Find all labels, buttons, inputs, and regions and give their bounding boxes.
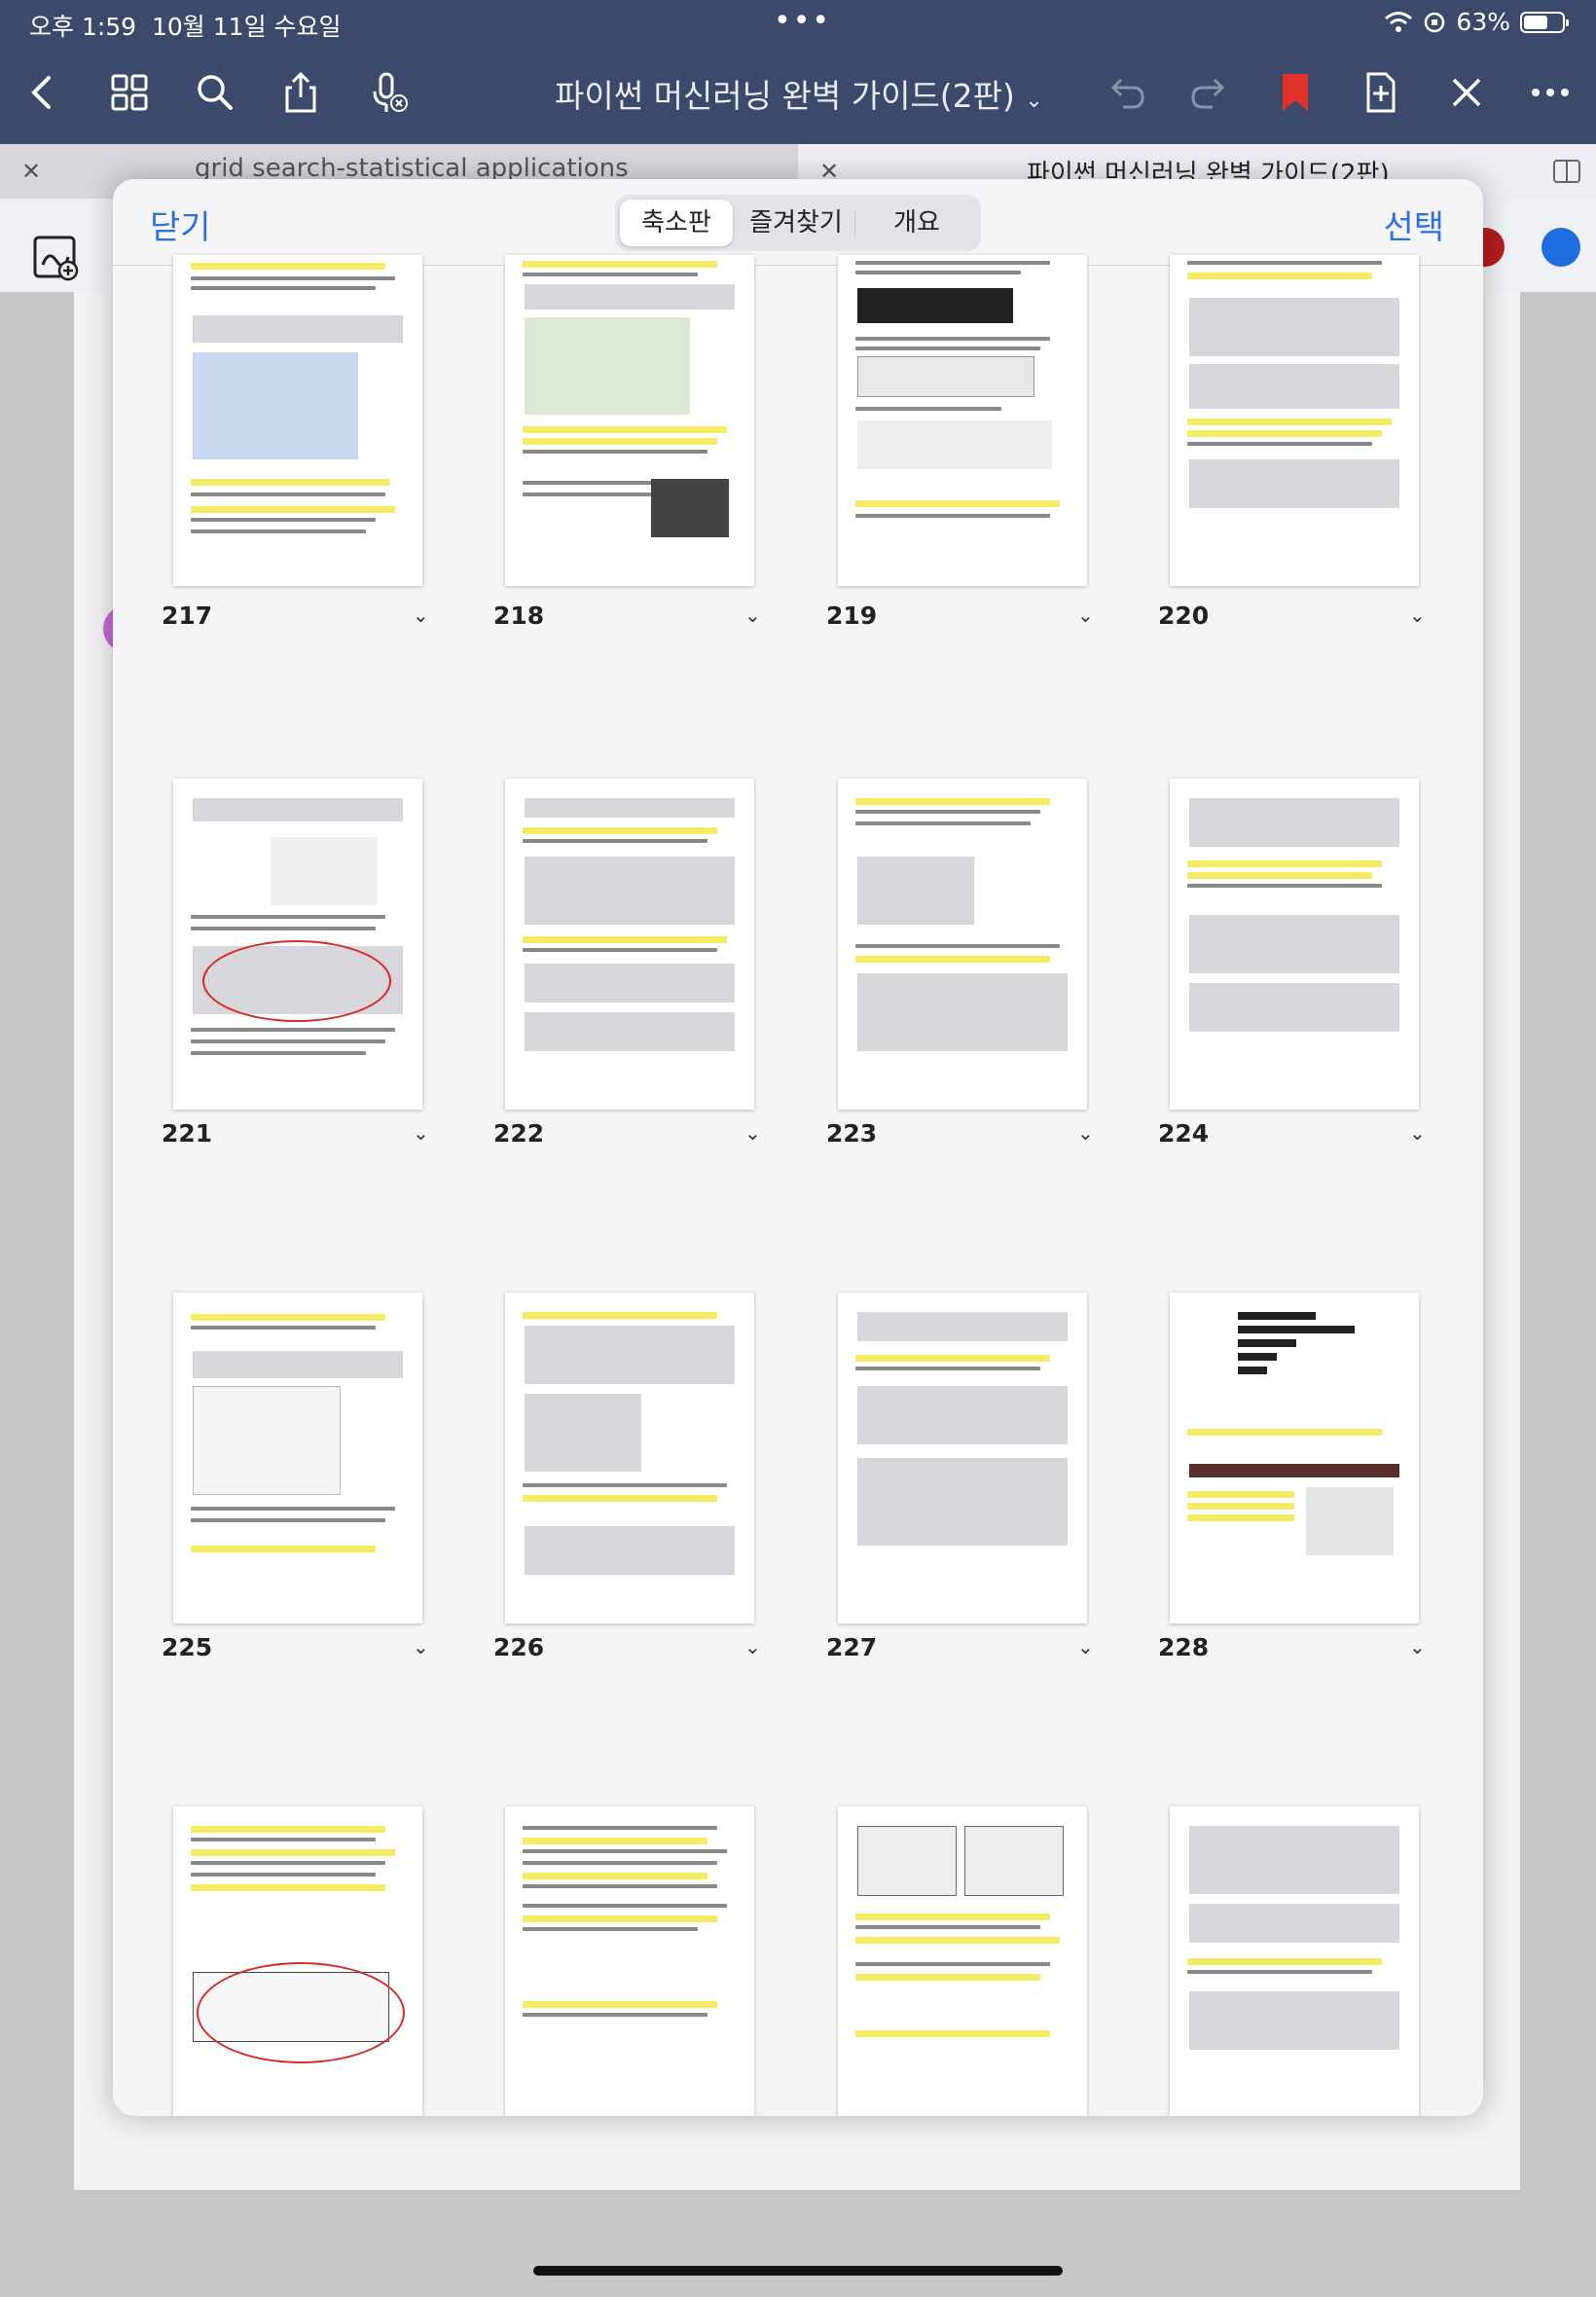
thumbnail-cell[interactable]: 219 ⌄: [826, 255, 1118, 761]
share-icon[interactable]: [276, 68, 325, 117]
chevron-down-icon[interactable]: ⌄: [1409, 1121, 1426, 1145]
document-title[interactable]: 파이썬 머신러닝 완벽 가이드(2판) ⌄: [555, 77, 1043, 115]
page-number: 220: [1158, 602, 1210, 630]
thumbnail-cell[interactable]: 230 ⌄: [493, 1806, 785, 2116]
page-number: 218: [493, 602, 545, 630]
tab-close-icon[interactable]: ✕: [21, 158, 42, 185]
battery-level: [1524, 15, 1547, 29]
thumbnail-cell[interactable]: 229 ⌄: [162, 1806, 453, 2116]
page-thumbnail[interactable]: [1170, 1293, 1419, 1623]
page-thumbnail[interactable]: [173, 779, 422, 1110]
chevron-down-icon[interactable]: ⌄: [744, 1635, 761, 1659]
page-thumbnail[interactable]: [505, 255, 754, 586]
mic-off-icon[interactable]: [364, 68, 413, 117]
page-number: 221: [162, 1119, 213, 1148]
thumbnail-cell[interactable]: 221 ⌄: [162, 779, 453, 1275]
lasso-pen-icon[interactable]: [29, 232, 84, 286]
page-thumbnail[interactable]: [838, 255, 1087, 586]
thumbnail-modal: 닫기 축소판 즐겨찾기 개요 선택 217 ⌄: [113, 179, 1483, 2116]
chevron-down-icon[interactable]: ⌄: [1077, 1635, 1094, 1659]
chevron-down-icon[interactable]: ⌄: [1077, 603, 1094, 627]
page-thumbnail[interactable]: [173, 1806, 422, 2116]
page-thumbnail[interactable]: [173, 255, 422, 586]
home-indicator[interactable]: [533, 2266, 1063, 2276]
chevron-down-icon[interactable]: ⌄: [413, 1121, 429, 1145]
more-icon[interactable]: [1526, 68, 1575, 117]
chevron-down-icon[interactable]: ⌄: [413, 1635, 429, 1659]
thumbnail-cell[interactable]: 220 ⌄: [1158, 255, 1450, 761]
page-number: 228: [1158, 1633, 1210, 1661]
select-button[interactable]: 선택: [1383, 208, 1444, 247]
page-thumbnail[interactable]: [1170, 779, 1419, 1110]
page-number: 226: [493, 1633, 545, 1661]
segment-favorites[interactable]: 즐겨찾기: [749, 208, 843, 237]
segment-divider: [854, 210, 855, 237]
thumbnail-grid: 217 ⌄ 218 ⌄: [113, 255, 1483, 2116]
chevron-down-icon[interactable]: ⌄: [744, 603, 761, 627]
split-view-icon[interactable]: [1551, 156, 1582, 187]
page-thumbnail[interactable]: [505, 779, 754, 1110]
thumbnail-cell[interactable]: 226 ⌄: [493, 1293, 785, 1789]
battery-percent: 63%: [1456, 8, 1510, 36]
page-number: 222: [493, 1119, 545, 1148]
segment-outline[interactable]: 개요: [893, 208, 940, 237]
page-number: 225: [162, 1633, 213, 1661]
chevron-down-icon: ⌄: [1025, 89, 1043, 113]
view-segmented-control: 축소판 즐겨찾기 개요: [615, 195, 981, 251]
thumbnail-cell[interactable]: 218 ⌄: [493, 255, 785, 761]
chevron-down-icon[interactable]: ⌄: [744, 1121, 761, 1145]
page-number: 217: [162, 602, 213, 630]
undo-icon[interactable]: [1102, 68, 1150, 117]
close-button[interactable]: 닫기: [150, 208, 211, 247]
thumbnail-cell[interactable]: 227 ⌄: [826, 1293, 1118, 1789]
chevron-down-icon[interactable]: ⌄: [1409, 1635, 1426, 1659]
page-thumbnail[interactable]: [505, 1293, 754, 1623]
tab-close-icon[interactable]: ✕: [819, 158, 840, 185]
redo-icon[interactable]: [1185, 68, 1234, 117]
page-thumbnail[interactable]: [505, 1806, 754, 2116]
page-number: 227: [826, 1633, 878, 1661]
status-indicators: 63%: [1384, 8, 1569, 36]
blue-color-swatch[interactable]: [1542, 228, 1580, 267]
chevron-down-icon[interactable]: ⌄: [413, 603, 429, 627]
page-thumbnail[interactable]: [1170, 1806, 1419, 2116]
chevron-down-icon[interactable]: ⌄: [1077, 1121, 1094, 1145]
thumbnail-cell[interactable]: 228 ⌄: [1158, 1293, 1450, 1789]
segment-thumbnails[interactable]: 축소판: [620, 200, 733, 246]
thumbnail-cell[interactable]: 223 ⌄: [826, 779, 1118, 1275]
grid-icon[interactable]: [105, 68, 154, 117]
thumbnail-cell[interactable]: 232 ⌄: [1158, 1806, 1450, 2116]
thumbnail-cell[interactable]: 224 ⌄: [1158, 779, 1450, 1275]
orientation-lock-icon: [1425, 12, 1445, 32]
add-page-icon[interactable]: [1357, 68, 1405, 117]
page-number: 224: [1158, 1119, 1210, 1148]
chevron-left-icon[interactable]: [18, 68, 66, 117]
modal-header: 닫기 축소판 즐겨찾기 개요 선택: [113, 179, 1483, 266]
page-number: 219: [826, 602, 878, 630]
bookmark-icon[interactable]: [1271, 68, 1320, 117]
top-bar: 오후 1:59 10월 11일 수요일 ••• 63% 파이썬 머신러닝 완벽 …: [0, 0, 1596, 144]
page-thumbnail[interactable]: [838, 779, 1087, 1110]
multitask-dots-icon[interactable]: •••: [774, 4, 832, 38]
chevron-down-icon[interactable]: ⌄: [1409, 603, 1426, 627]
page-thumbnail[interactable]: [173, 1293, 422, 1623]
page-thumbnail[interactable]: [838, 1806, 1087, 2116]
page-number: 223: [826, 1119, 878, 1148]
status-time: 오후 1:59 10월 11일 수요일: [29, 13, 342, 41]
thumbnail-cell[interactable]: 231 ⌄: [826, 1806, 1118, 2116]
thumbnail-cell[interactable]: 217 ⌄: [162, 255, 453, 761]
thumbnail-cell[interactable]: 225 ⌄: [162, 1293, 453, 1789]
close-icon[interactable]: [1442, 68, 1491, 117]
search-icon[interactable]: [191, 68, 239, 117]
battery-icon: [1520, 11, 1569, 33]
thumbnail-cell[interactable]: 222 ⌄: [493, 779, 785, 1275]
page-thumbnail[interactable]: [838, 1293, 1087, 1623]
page-thumbnail[interactable]: [1170, 255, 1419, 586]
wifi-icon: [1385, 11, 1413, 32]
